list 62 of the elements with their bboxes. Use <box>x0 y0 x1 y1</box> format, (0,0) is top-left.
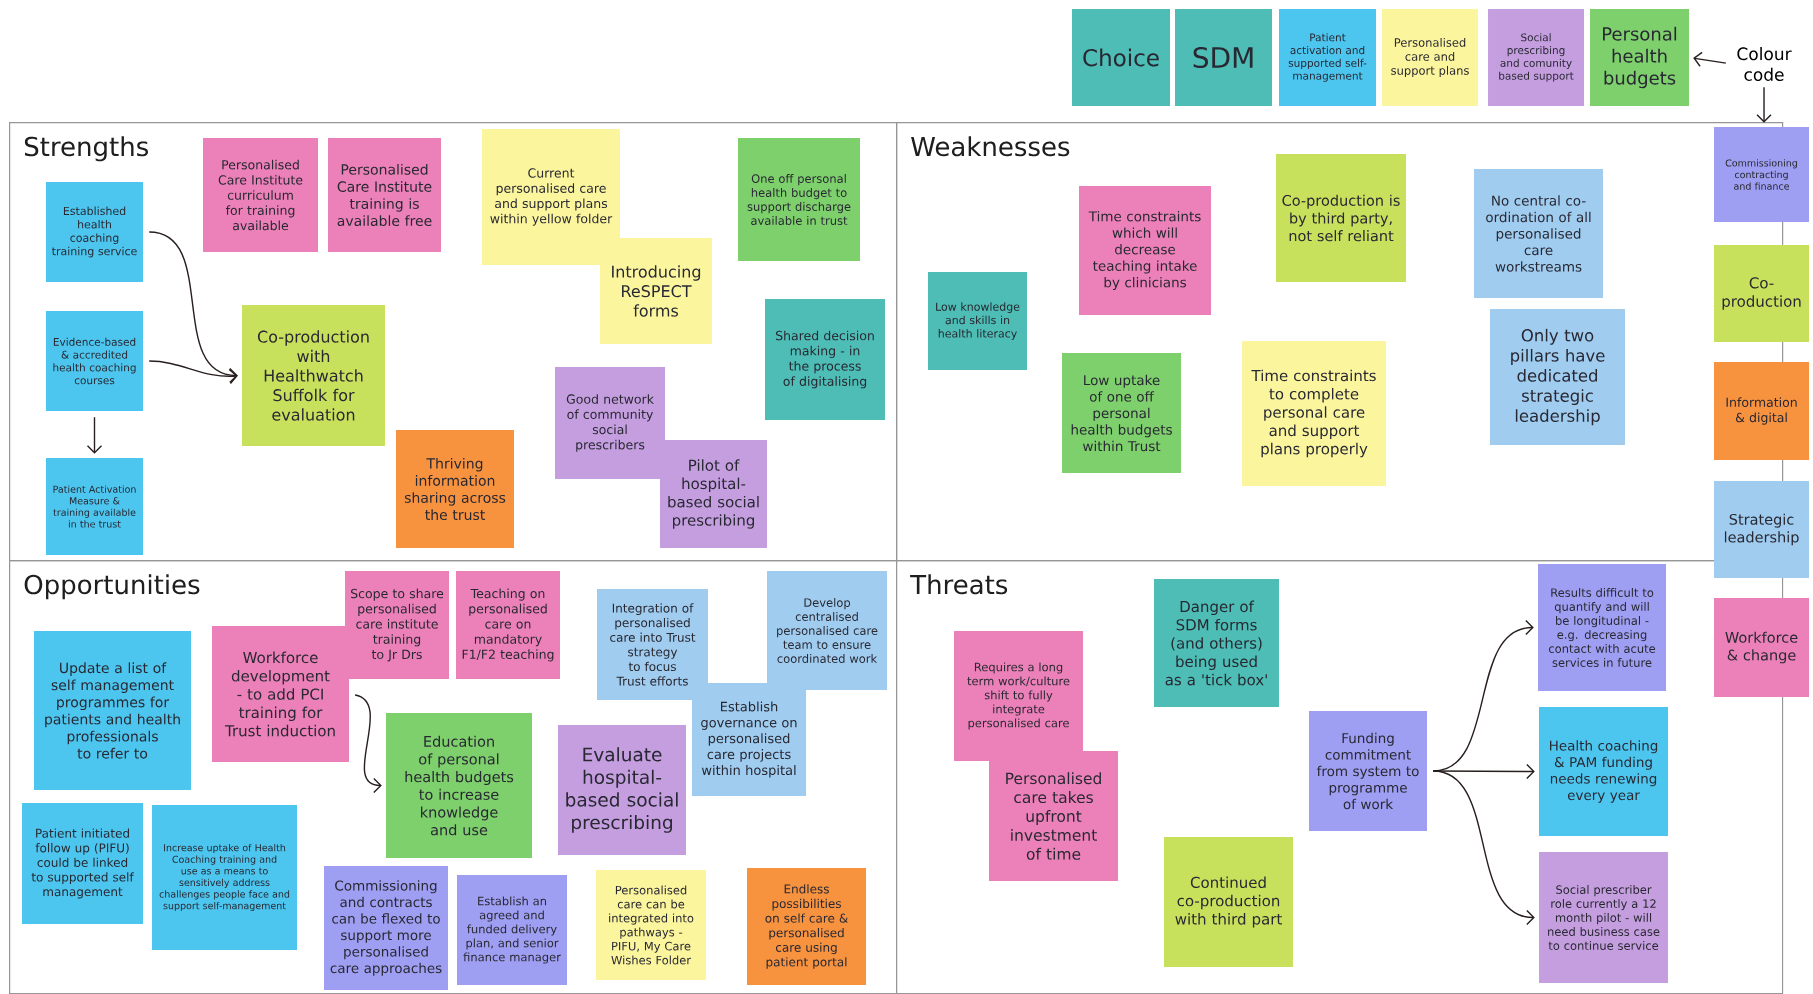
sticky-note: Personalised Care Institute curriculum for training available <box>203 138 318 252</box>
arrow <box>148 360 238 385</box>
sticky-note: Co-production is by third party, not self reliant <box>1276 154 1406 282</box>
sticky-note: One off personal health budget to support discharge available in trust <box>738 138 860 261</box>
sticky-note: Choice <box>1072 9 1170 106</box>
sticky-note: Continued co-production with third part <box>1164 837 1293 967</box>
sticky-note: Low uptake of one off personal health budgets within Trust <box>1062 353 1181 473</box>
sticky-note: Update a list of self management programmes for patients and health professionals to refer to <box>34 631 191 790</box>
sticky-note: Requires a long term work/culture shift to fully integrate personalised care <box>954 631 1083 761</box>
sticky-note: Time constraints to complete personal care and support plans properly <box>1242 341 1386 486</box>
sticky-note: Funding commitment from system to programme of work <box>1309 711 1427 831</box>
sticky-note: Good network of community social prescribers <box>555 367 665 479</box>
arrow <box>1756 86 1772 123</box>
sticky-note: Commissioning contracting and finance <box>1714 127 1809 222</box>
arrow <box>354 694 382 794</box>
sticky-note: Low knowledge and skills in health literacy <box>928 272 1027 370</box>
sticky-note: Endless possibilities on self care & personalised care using patient portal <box>747 868 866 985</box>
sticky-note: Personalised care takes upfront investment of time <box>989 751 1118 881</box>
arrow <box>1693 51 1727 67</box>
sticky-note: Strategic leadership <box>1714 481 1809 578</box>
sticky-note: Time constraints which will decrease teaching intake by clinicians <box>1079 186 1211 315</box>
sticky-note: Patient initiated follow up (PIFU) could be linked to supported self management <box>22 803 143 924</box>
sticky-note: Teaching on personalised care on mandatory F1/F2 teaching <box>456 571 560 679</box>
sticky-note: SDM <box>1175 9 1272 106</box>
sticky-note: Co-production <box>1714 245 1809 342</box>
sticky-note: Personal health budgets <box>1590 9 1689 106</box>
sticky-note: Scope to share personalised care institute training to Jr Drs <box>345 571 449 679</box>
sticky-note: Workforce & change <box>1714 598 1809 697</box>
sticky-note: Integration of personalised care into Trust strategy to focus Trust efforts <box>597 589 708 700</box>
sticky-note: Thriving information sharing across the trust <box>396 430 514 548</box>
sticky-note: Evaluate hospital-based social prescribing <box>558 725 686 855</box>
sticky-note: Social prescriber role currently a 12 month pilot - will need business case to continue service <box>1539 852 1668 983</box>
sticky-note: Pilot of hospital-based social prescribing <box>660 440 767 548</box>
sticky-note: Personalised Care Institute training is available free <box>328 138 441 252</box>
sticky-note: Patient Activation Measure & training available in the trust <box>46 458 143 555</box>
sticky-note: Personalised care can be integrated into pathways - PIFU, My Care Wishes Folder <box>596 870 706 980</box>
arrow <box>148 231 238 384</box>
sticky-note: Education of personal health budgets to increase knowledge and use <box>386 713 532 858</box>
arrow <box>86 416 103 454</box>
sticky-note: Workforce development - to add PCI training for Trust induction <box>212 626 349 762</box>
sticky-note: Establish governance on personalised care projects within hospital <box>692 683 806 796</box>
sticky-note: Danger of SDM forms (and others) being used as a 'tick box' <box>1154 579 1279 707</box>
sticky-note: Information & digital <box>1714 362 1809 460</box>
colour-code-label: Colour code <box>1737 47 1792 81</box>
sticky-note: Personalised care and support plans <box>1382 9 1478 106</box>
arrow <box>1432 770 1535 926</box>
sticky-note: Introducing ReSPECT forms <box>600 238 712 344</box>
sticky-note: No central co-ordination of all personalised care workstreams <box>1474 169 1603 298</box>
sticky-note: Commissioning and contracts can be flexed to support more personalised care approaches <box>324 866 448 990</box>
sticky-note: Established health coaching training service <box>46 182 143 282</box>
sticky-note: Only two pillars have dedicated strategic leadership <box>1490 309 1625 445</box>
sticky-note: Patient activation and supported self-management <box>1279 9 1376 106</box>
sticky-note: Results difficult to quantify and will be longitudinal - e.g. decreasing contact with acute services in future <box>1538 564 1666 691</box>
sticky-note: Increase uptake of Health Coaching training and use as a means to sensitively address challenges people face and support self-management <box>152 805 297 950</box>
sticky-note: Health coaching & PAM funding needs renewing every year <box>1539 707 1668 836</box>
sticky-note: Evidence-based & accredited health coaching courses <box>46 311 143 411</box>
sticky-note: Current personalised care and support plans within yellow folder <box>482 129 620 265</box>
sticky-note: Develop centralised personalised care team to ensure coordinated work <box>767 571 887 690</box>
sticky-note: Establish an agreed and funded delivery plan, and senior finance manager <box>457 875 567 985</box>
sticky-note: Shared decision making - in the process of digitalising <box>765 299 885 420</box>
sticky-note: Social prescribing and comunity based support <box>1488 9 1584 106</box>
sticky-note: Co-production with Healthwatch Suffolk for evaluation <box>242 305 385 446</box>
